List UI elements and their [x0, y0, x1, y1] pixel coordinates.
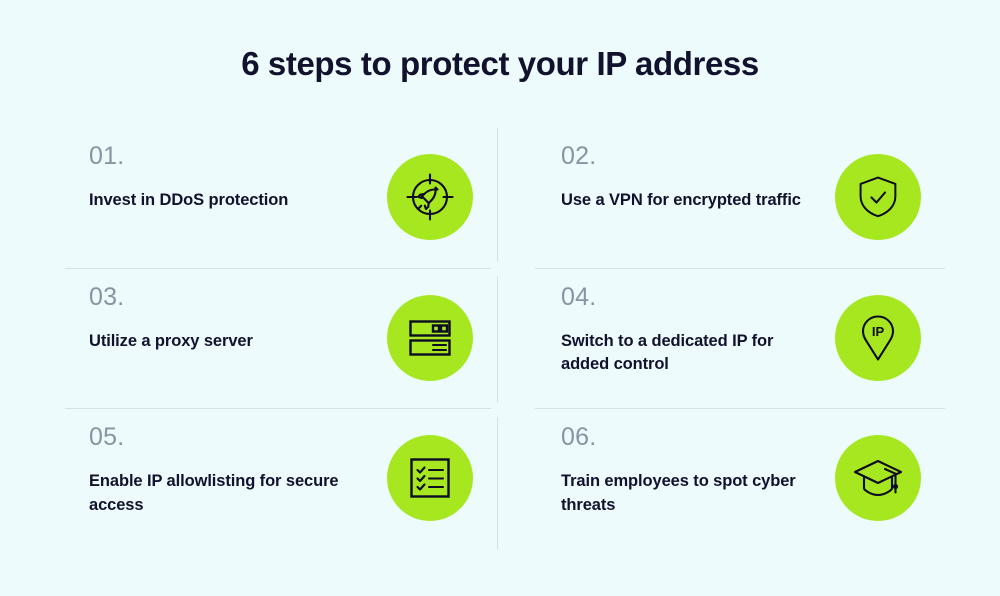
step-text-05: 05. Enable IP allowlisting for secure ac…	[89, 423, 349, 517]
step-text-04: 04. Switch to a dedicated IP for added c…	[561, 283, 821, 377]
steps-grid: 01. Invest in DDoS protection	[65, 128, 945, 550]
divider-gap	[496, 403, 499, 417]
step-text-03: 03. Utilize a proxy server	[89, 283, 253, 353]
step-card-03: 03. Utilize a proxy server	[65, 269, 497, 410]
ip-pin-label: IP	[872, 324, 885, 339]
column-divider	[496, 128, 499, 550]
graduation-cap-icon	[851, 451, 905, 505]
step-label: Train employees to spot cyber threats	[561, 472, 796, 514]
step-label: Utilize a proxy server	[89, 331, 253, 350]
step-label: Switch to a dedicated IP for added contr…	[561, 331, 774, 374]
step-icon-badge	[835, 435, 921, 522]
step-text-06: 06. Train employees to spot cyber threat…	[561, 423, 821, 517]
step-card-05: 05. Enable IP allowlisting for secure ac…	[65, 409, 497, 550]
step-icon-badge	[387, 294, 473, 381]
checklist-icon	[403, 451, 457, 505]
page-title: 6 steps to protect your IP address	[241, 45, 759, 82]
step-number: 06.	[561, 423, 597, 452]
step-card-02: 02. Use a VPN for encrypted traffic	[513, 128, 945, 269]
step-card-06: 06. Train employees to spot cyber threat…	[513, 409, 945, 550]
shield-check-icon	[851, 170, 905, 224]
step-label: Enable IP allowlisting for secure access	[89, 472, 339, 514]
step-card-04: 04. Switch to a dedicated IP for added c…	[513, 269, 945, 410]
step-label: Use a VPN for encrypted traffic	[561, 191, 801, 209]
step-icon-badge	[387, 435, 473, 522]
step-text-01: 01. Invest in DDoS protection	[89, 142, 288, 212]
step-text-02: 02. Use a VPN for encrypted traffic	[561, 142, 801, 212]
step-number: 01.	[89, 142, 125, 170]
step-number: 05.	[89, 423, 125, 452]
ip-map-pin-icon: IP	[851, 311, 905, 365]
step-number: 02.	[561, 142, 597, 170]
step-icon-badge	[387, 154, 473, 240]
server-rack-icon	[403, 311, 457, 365]
rocket-target-icon	[403, 170, 457, 224]
step-icon-badge	[835, 154, 921, 240]
step-number: 04.	[561, 282, 597, 311]
step-number: 03.	[89, 282, 125, 311]
step-card-01: 01. Invest in DDoS protection	[65, 128, 497, 269]
step-label: Invest in DDoS protection	[89, 191, 289, 209]
divider-gap	[496, 262, 499, 276]
step-icon-badge: IP	[835, 294, 921, 381]
